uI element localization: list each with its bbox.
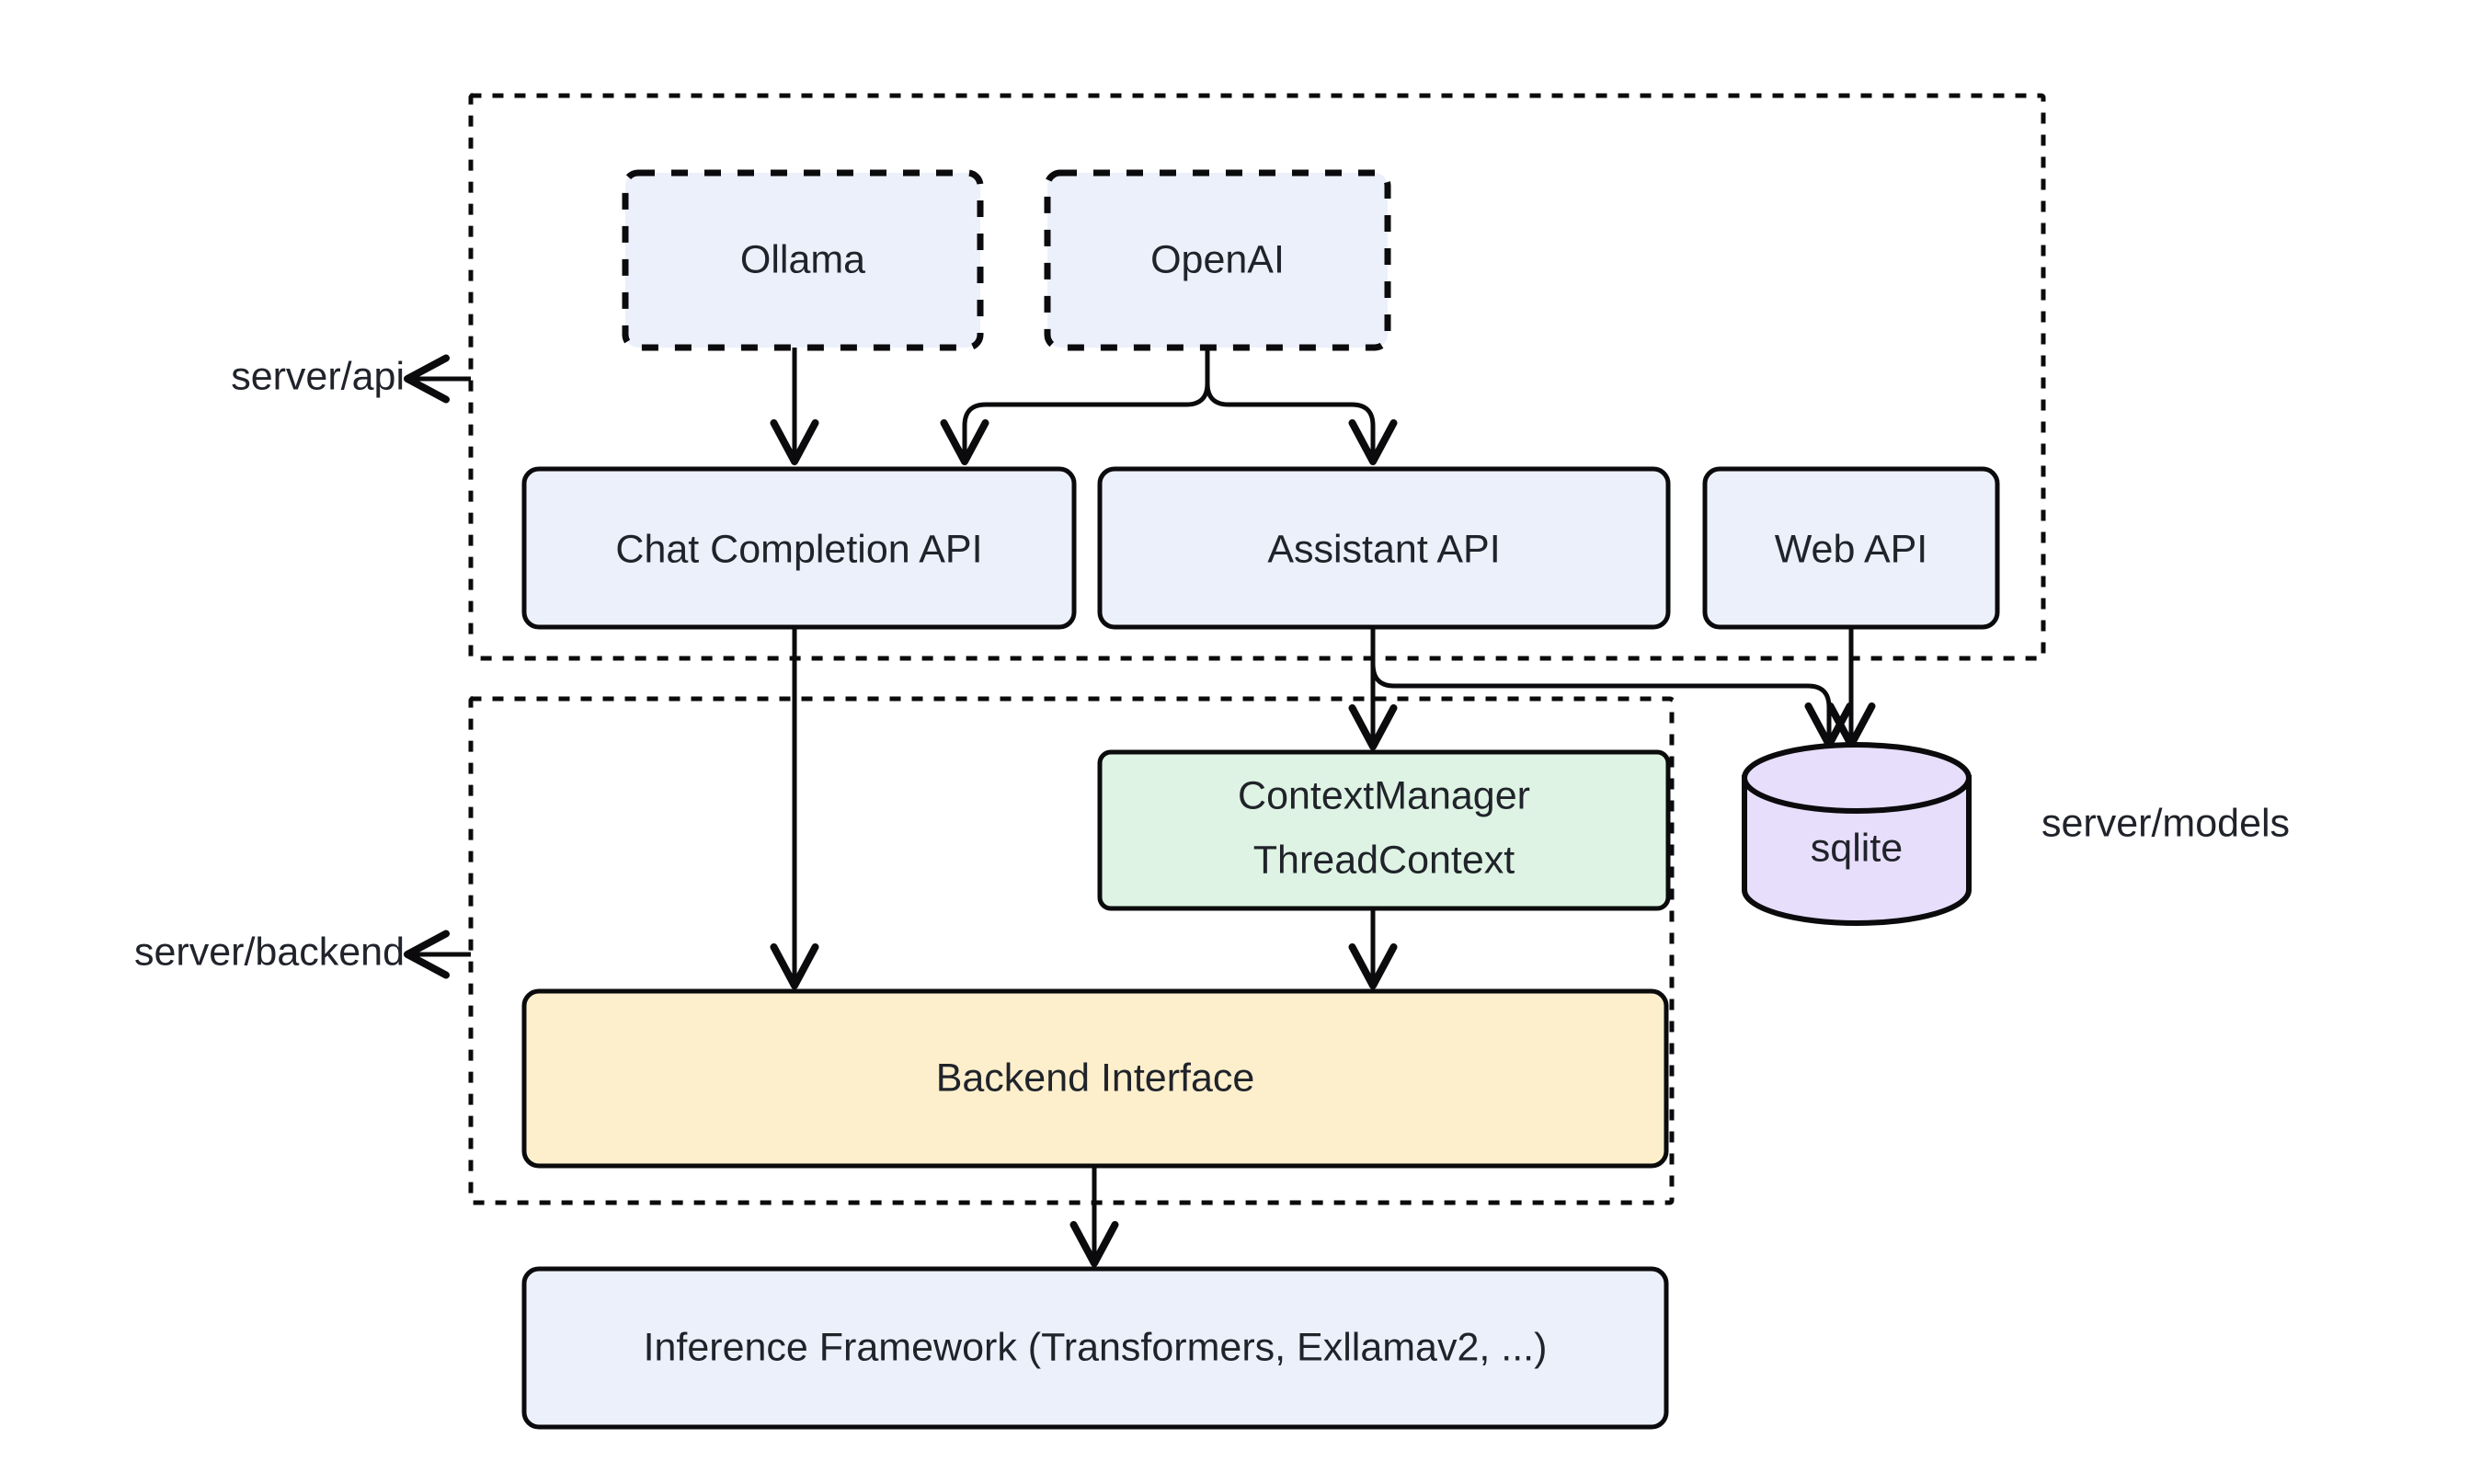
node-ollama-shape[interactable] bbox=[622, 169, 984, 351]
node-web-api[interactable]: Web API bbox=[1702, 466, 2000, 630]
node-sqlite-body[interactable] bbox=[1742, 775, 1972, 926]
node-inference-framework-shape[interactable] bbox=[521, 1266, 1669, 1430]
node-web-api-label: Web API bbox=[1775, 527, 1928, 571]
cluster-backend-border bbox=[468, 696, 1675, 1205]
node-sqlite-top bbox=[1742, 742, 1972, 814]
node-backend-interface[interactable]: Backend Interface bbox=[521, 988, 1669, 1169]
cluster-server-api: server/api bbox=[231, 93, 2046, 661]
node-assistant-api-shape[interactable] bbox=[1097, 466, 1671, 630]
node-assistant-api-label: Assistant API bbox=[1267, 527, 1500, 571]
node-inference-framework-label: Inference Framework (Transformers, Exlla… bbox=[644, 1325, 1548, 1369]
edge-openai-to-assistant-api bbox=[1205, 382, 1398, 465]
node-openai-label: OpenAI bbox=[1150, 237, 1285, 281]
node-ollama[interactable]: Ollama bbox=[622, 169, 984, 351]
node-inference-framework[interactable]: Inference Framework (Transformers, Exlla… bbox=[521, 1266, 1669, 1430]
node-backend-interface-label: Backend Interface bbox=[936, 1056, 1255, 1100]
node-backend-interface-shape[interactable] bbox=[521, 988, 1669, 1169]
cluster-api-label: server/api bbox=[231, 354, 405, 398]
node-sqlite[interactable]: sqlite bbox=[1742, 742, 1972, 926]
cluster-api-border bbox=[468, 93, 2046, 661]
node-assistant-api[interactable]: Assistant API bbox=[1097, 466, 1671, 630]
node-context-manager[interactable]: ContextManager ThreadContext bbox=[1097, 749, 1671, 911]
edge-layer bbox=[770, 348, 1876, 1267]
node-chat-completion-api[interactable]: Chat Completion API bbox=[521, 466, 1077, 630]
node-context-manager-label-line2: ThreadContext bbox=[1253, 838, 1515, 882]
node-ollama-label: Ollama bbox=[740, 237, 865, 281]
edge-assistant-api-to-sqlite bbox=[1370, 663, 1854, 748]
edge-openai-to-chat-completion bbox=[940, 382, 1210, 465]
node-openai-shape[interactable] bbox=[1044, 169, 1391, 351]
node-context-manager-shape[interactable] bbox=[1097, 749, 1671, 911]
label-server-models: server/models bbox=[2041, 801, 2290, 845]
cluster-backend-label: server/backend bbox=[134, 930, 405, 974]
node-openai[interactable]: OpenAI bbox=[1044, 169, 1391, 351]
node-chat-completion-api-shape[interactable] bbox=[521, 466, 1077, 630]
node-context-manager-label-line1: ContextManager bbox=[1238, 773, 1530, 817]
node-web-api-shape[interactable] bbox=[1702, 466, 2000, 630]
node-sqlite-label: sqlite bbox=[1811, 826, 1903, 870]
cluster-server-backend: server/backend bbox=[134, 696, 1675, 1205]
node-chat-completion-api-label: Chat Completion API bbox=[615, 527, 982, 571]
